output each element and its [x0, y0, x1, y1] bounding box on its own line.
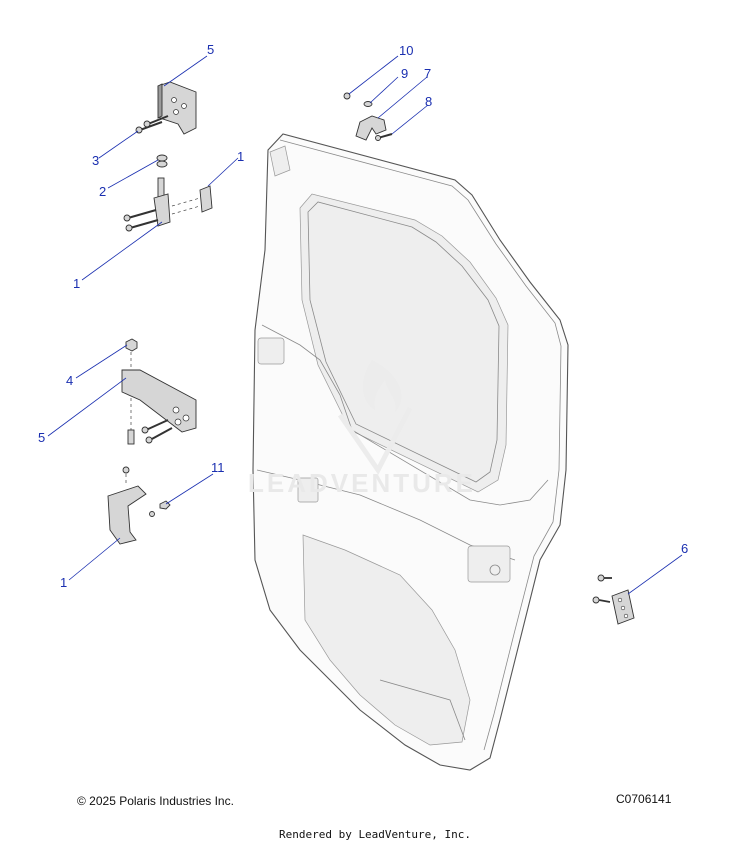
callout-leaders — [47, 55, 683, 595]
latch-hardware — [343, 92, 393, 141]
callout-label: 8 — [425, 94, 432, 109]
callout-label: 1 — [60, 575, 67, 590]
callout-label: 9 — [401, 66, 408, 81]
callout-label: 2 — [99, 184, 106, 199]
callout-label: 7 — [424, 66, 431, 81]
lower-hinge — [107, 466, 171, 545]
callout-label: 1 — [73, 276, 80, 291]
callout-label: 5 — [38, 430, 45, 445]
lower-hinge-bracket — [121, 369, 197, 445]
diagram-code: C0706141 — [616, 792, 672, 806]
upper-hinge-bracket — [157, 81, 197, 135]
door-panel: LEADVENTURE — [248, 133, 569, 771]
callout-label: 3 — [92, 153, 99, 168]
callout-label: 11 — [211, 460, 225, 475]
upper-hinge — [123, 177, 213, 232]
upper-bolts — [135, 115, 169, 134]
watermark-text: LEADVENTURE — [248, 468, 476, 498]
callout-label: 5 — [207, 42, 214, 57]
rendered-by-text: Rendered by LeadVenture, Inc. — [278, 828, 472, 841]
latch-plate — [592, 574, 635, 625]
callout-label: 10 — [399, 43, 413, 58]
washer-nut — [156, 154, 168, 168]
callout-labels: 5 3 2 1 1 10 9 7 8 4 5 11 1 6 — [38, 42, 688, 590]
callout-label: 4 — [66, 373, 73, 388]
callout-label: 1 — [237, 149, 244, 164]
watermark-flame-icon — [337, 360, 413, 475]
copyright-text: © 2025 Polaris Industries Inc. — [77, 794, 234, 808]
lower-hinge-nut — [125, 338, 138, 368]
callout-label: 6 — [681, 541, 688, 556]
